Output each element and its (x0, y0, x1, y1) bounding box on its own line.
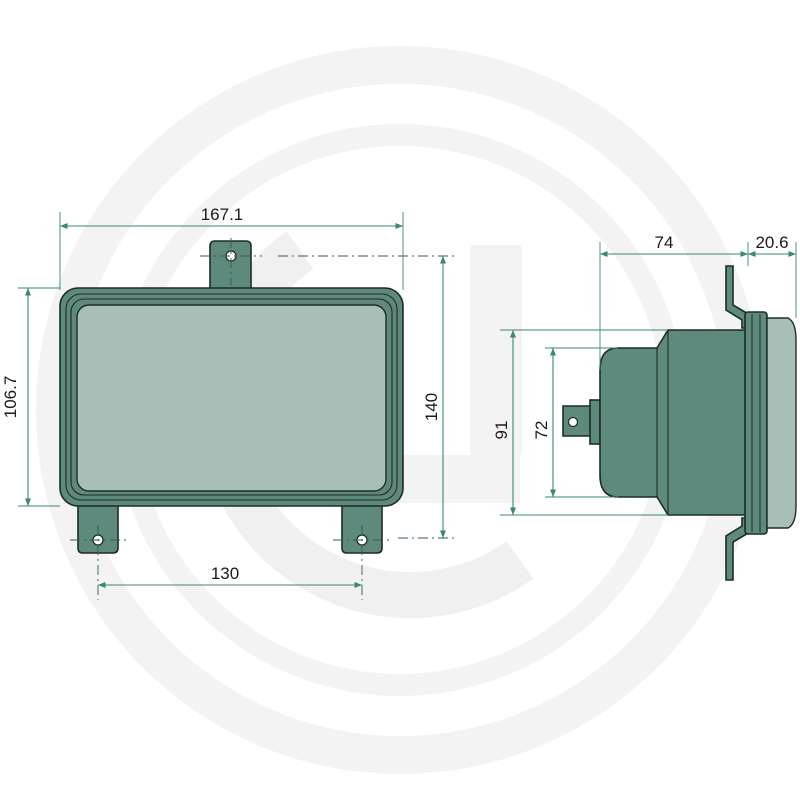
side-rim (744, 311, 768, 535)
front-view: 167.1 106.7 140 130 (1, 205, 458, 600)
dim-side-inner-height: 72 (532, 421, 551, 440)
side-view: 74 20.6 91 72 (492, 233, 797, 581)
dim-mount-spacing: 130 (211, 564, 239, 583)
dim-front-width: 167.1 (201, 205, 244, 224)
side-lens (766, 317, 797, 529)
dim-front-total-height: 140 (422, 393, 441, 421)
side-rear-housing (599, 329, 749, 516)
top-mount-tab (209, 240, 252, 291)
dim-side-lens-depth: 20.6 (755, 233, 788, 252)
dim-side-depth: 74 (655, 233, 674, 252)
front-lens (76, 304, 387, 492)
dim-side-outer-height: 91 (492, 421, 511, 440)
dim-front-height: 106.7 (1, 376, 20, 419)
